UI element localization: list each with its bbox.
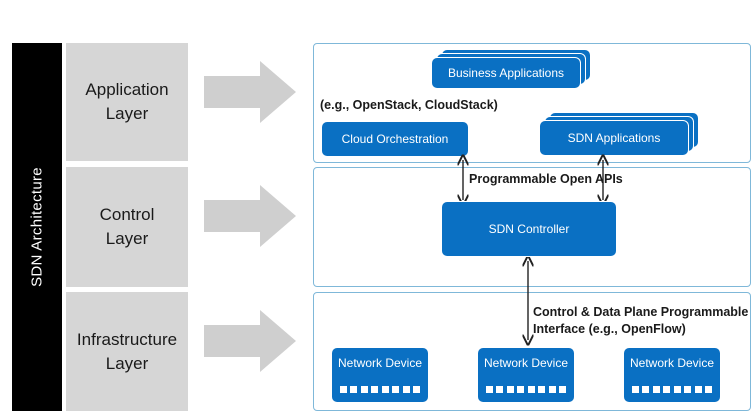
interface-label-line2: Interface (e.g., OpenFlow)	[533, 322, 686, 336]
side-title-bar: SDN Architecture	[12, 43, 62, 411]
open-apis-label: Programmable Open APIs	[469, 172, 623, 186]
infrastructure-layer-label: Infrastructure Layer	[66, 292, 188, 411]
port-row	[340, 386, 420, 393]
business-applications-box: Business Applications	[432, 58, 580, 88]
network-device-3: Network Device	[624, 348, 720, 402]
sdn-applications-box: SDN Applications	[540, 121, 688, 155]
network-device-1: Network Device	[332, 348, 428, 402]
sdn-controller-box: SDN Controller	[442, 202, 616, 256]
cloud-orchestration-box: Cloud Orchestration	[322, 122, 468, 156]
example-note: (e.g., OpenStack, CloudStack)	[320, 98, 498, 112]
network-device-2: Network Device	[478, 348, 574, 402]
arrow-right-icon	[204, 185, 296, 247]
side-title: SDN Architecture	[28, 167, 46, 287]
port-row	[632, 386, 712, 393]
arrow-right-icon	[204, 310, 296, 372]
application-layer-label: Application Layer	[66, 43, 188, 161]
arrow-right-icon	[204, 61, 296, 123]
control-layer-label: Control Layer	[66, 167, 188, 287]
port-row	[486, 386, 566, 393]
interface-label-line1: Control & Data Plane Programmable	[533, 305, 749, 319]
